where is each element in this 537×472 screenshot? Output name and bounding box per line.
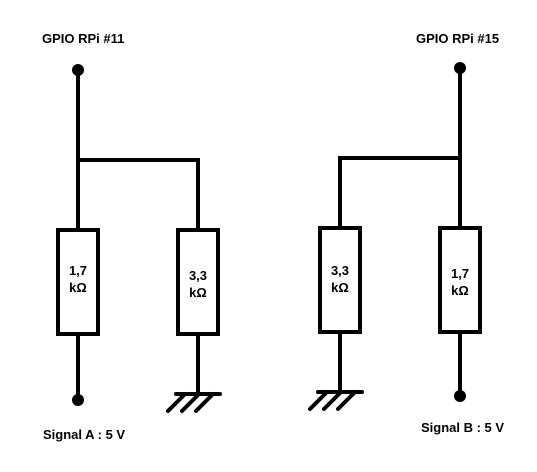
resistor-a-ground-value: 3,3 xyxy=(189,268,207,283)
resistor-b-series-unit: kΩ xyxy=(451,283,469,298)
ground-a-icon xyxy=(166,392,222,413)
circuit-b: GPIO RPi #15 3,3 kΩ 1,7 kΩ Signal B : 5 … xyxy=(308,31,504,435)
resistor-a-series xyxy=(56,228,100,336)
circuit-a: GPIO RPi #11 1,7 kΩ 3,3 kΩ Signal A : 5 … xyxy=(42,31,222,442)
resistor-b-ground-unit: kΩ xyxy=(331,280,349,295)
signal-b-label: Signal B : 5 V xyxy=(421,420,504,435)
resistor-a-ground xyxy=(176,228,220,336)
ground-b-icon xyxy=(308,390,364,411)
gpio-11-label: GPIO RPi #11 xyxy=(42,31,124,46)
resistor-b-ground xyxy=(318,226,362,334)
resistor-b-series-value: 1,7 xyxy=(451,266,469,281)
signal-b-terminal xyxy=(454,390,466,402)
signal-a-terminal xyxy=(72,394,84,406)
resistor-a-series-value: 1,7 xyxy=(69,263,87,278)
gpio-15-label: GPIO RPi #15 xyxy=(416,31,499,46)
resistor-b-series xyxy=(438,226,482,334)
resistor-a-series-unit: kΩ xyxy=(69,280,87,295)
resistor-b-ground-value: 3,3 xyxy=(331,263,349,278)
signal-a-label: Signal A : 5 V xyxy=(43,427,125,442)
resistor-a-ground-unit: kΩ xyxy=(189,285,207,300)
